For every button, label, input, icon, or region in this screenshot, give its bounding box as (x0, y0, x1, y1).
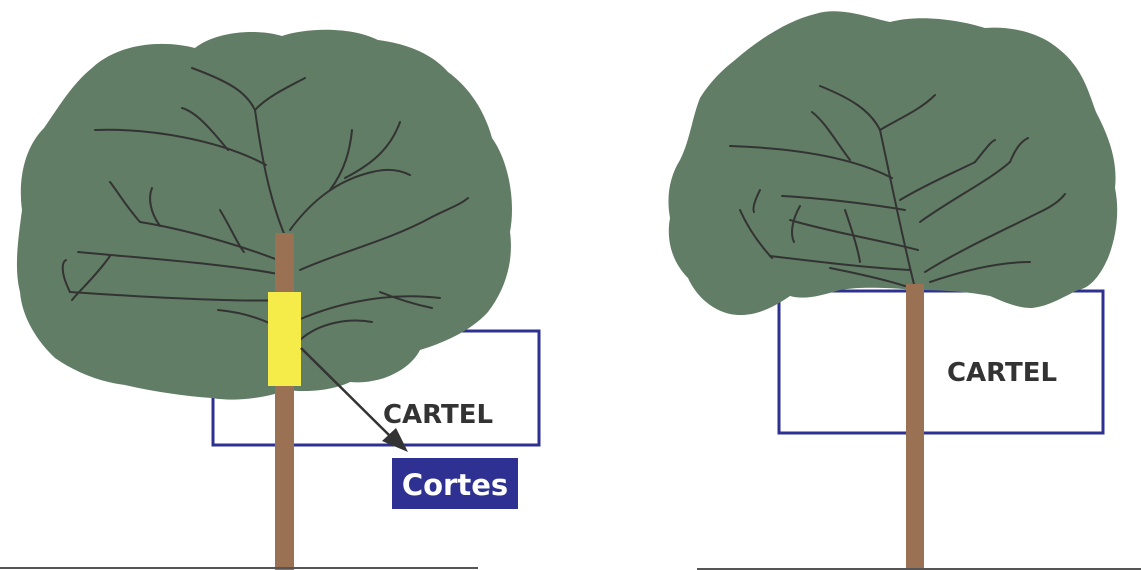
left-sign-label: CARTEL (383, 400, 493, 430)
cut-band (268, 292, 301, 386)
cut-label: Cortes (402, 468, 508, 502)
right-tree: CARTEL (668, 11, 1141, 570)
right-sign-label: CARTEL (947, 358, 1057, 388)
left-trunk (275, 233, 294, 570)
left-tree: CARTEL (0, 30, 539, 570)
right-trunk (906, 284, 924, 570)
